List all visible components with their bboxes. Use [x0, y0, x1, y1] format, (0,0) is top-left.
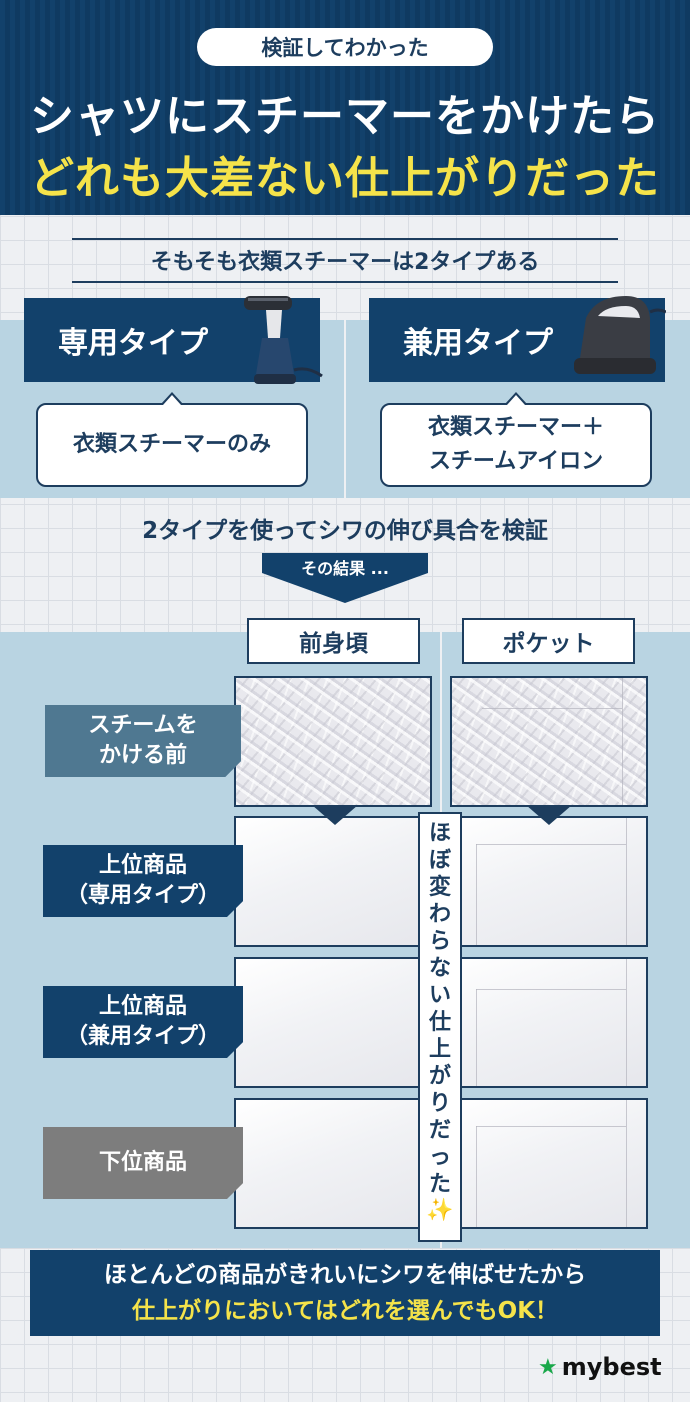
photo-pocket-top-dedicated [450, 816, 648, 947]
brand-logo: ★ mybest [538, 1350, 678, 1384]
steam-iron-icon [574, 296, 666, 374]
photo-front-before [234, 676, 432, 807]
type-desc-dedicated-line1: 衣類スチーマーのみ [72, 432, 271, 457]
photo-front-top-combined [234, 957, 432, 1088]
vertical-char: ほ [428, 821, 451, 846]
row-label-top-dedicated-line1: 上位商品 [98, 853, 187, 878]
row-label-top-combined-line1: 上位商品 [98, 994, 187, 1019]
down-arrow-pocket [526, 805, 572, 825]
desc-pointer-left-inner [163, 395, 181, 405]
star-icon: ★ [538, 1354, 558, 1380]
type-label-combined-text: 兼用タイプ [403, 326, 553, 361]
section1-bottom-rule [72, 281, 618, 283]
vertical-char: っ [428, 1145, 451, 1170]
photo-front-low [234, 1098, 432, 1229]
desc-pointer-right-inner [507, 395, 525, 405]
row-label-low: 下位商品 [43, 1127, 243, 1199]
types-divider [344, 320, 346, 498]
type-label-dedicated-text: 専用タイプ [58, 326, 208, 361]
row-label-low-line1: 下位商品 [98, 1150, 187, 1175]
column-header-pocket: ポケット [462, 618, 635, 664]
type-desc-combined-line2: スチームアイロン [428, 449, 604, 474]
vertical-char: 上 [428, 1037, 451, 1062]
type-desc-dedicated: 衣類スチーマーのみ [36, 403, 308, 487]
row-label-top-combined: 上位商品 （兼用タイプ） [43, 986, 243, 1058]
header-pill: 検証してわかった [197, 28, 493, 66]
vertical-char: だ [428, 1118, 451, 1143]
vertical-char: ら [428, 929, 451, 954]
vertical-char: わ [428, 902, 451, 927]
sparkle-icon: ✨ [426, 1198, 454, 1223]
result-label: その結果 ... [301, 559, 389, 578]
photo-pocket-top-combined [450, 957, 648, 1088]
row-label-top-combined-line2: （兼用タイプ） [65, 1024, 220, 1049]
type-desc-combined-line1: 衣類スチーマー＋ [427, 415, 604, 440]
vertical-char: が [428, 1064, 451, 1089]
photo-front-top-dedicated [234, 816, 432, 947]
vertical-char: た [428, 1172, 451, 1197]
conclusion-line2: 仕上がりにおいてはどれを選んでもOK！ [131, 1298, 559, 1324]
conclusion-line1: ほとんどの商品がきれいにシワを伸ばせたから [103, 1262, 587, 1288]
brand-name: mybest [561, 1353, 662, 1381]
vertical-char: ぼ [428, 848, 451, 873]
header-title-line2: どれも大差ない仕上がりだった [30, 153, 660, 204]
row-label-before-line1: スチームを [88, 713, 198, 738]
row-label-top-dedicated: 上位商品 （専用タイプ） [43, 845, 243, 917]
vertical-char: い [428, 983, 451, 1008]
photo-pocket-before [450, 676, 648, 807]
section1-top-rule [72, 238, 618, 240]
header-title-line1: シャツにスチーマーをかけたら [30, 91, 660, 142]
vertical-char: な [428, 956, 451, 981]
row-label-before-line2: かける前 [98, 743, 187, 768]
vertical-char: り [428, 1091, 451, 1116]
vertical-char: 仕 [428, 1010, 451, 1035]
row-label-before: スチームを かける前 [45, 705, 241, 777]
vertical-callout: ほ ぼ 変 わ ら な い 仕 上 が り だ っ た ✨ [418, 812, 462, 1242]
column-header-front: 前身頃 [247, 618, 420, 664]
down-arrow-front [312, 805, 358, 825]
conclusion-banner: ほとんどの商品がきれいにシワを伸ばせたから 仕上がりにおいてはどれを選んでもOK… [30, 1250, 660, 1336]
row-label-top-dedicated-line2: （専用タイプ） [65, 883, 220, 908]
photo-pocket-low [450, 1098, 648, 1229]
type-desc-combined: 衣類スチーマー＋ スチームアイロン [380, 403, 652, 487]
vertical-char: 変 [428, 875, 451, 900]
section2-title: 2タイプを使ってシワの伸び具合を検証 [142, 518, 548, 544]
section1-title: そもそも衣類スチーマーは2タイプある [150, 250, 540, 275]
handheld-steamer-icon [244, 296, 323, 384]
